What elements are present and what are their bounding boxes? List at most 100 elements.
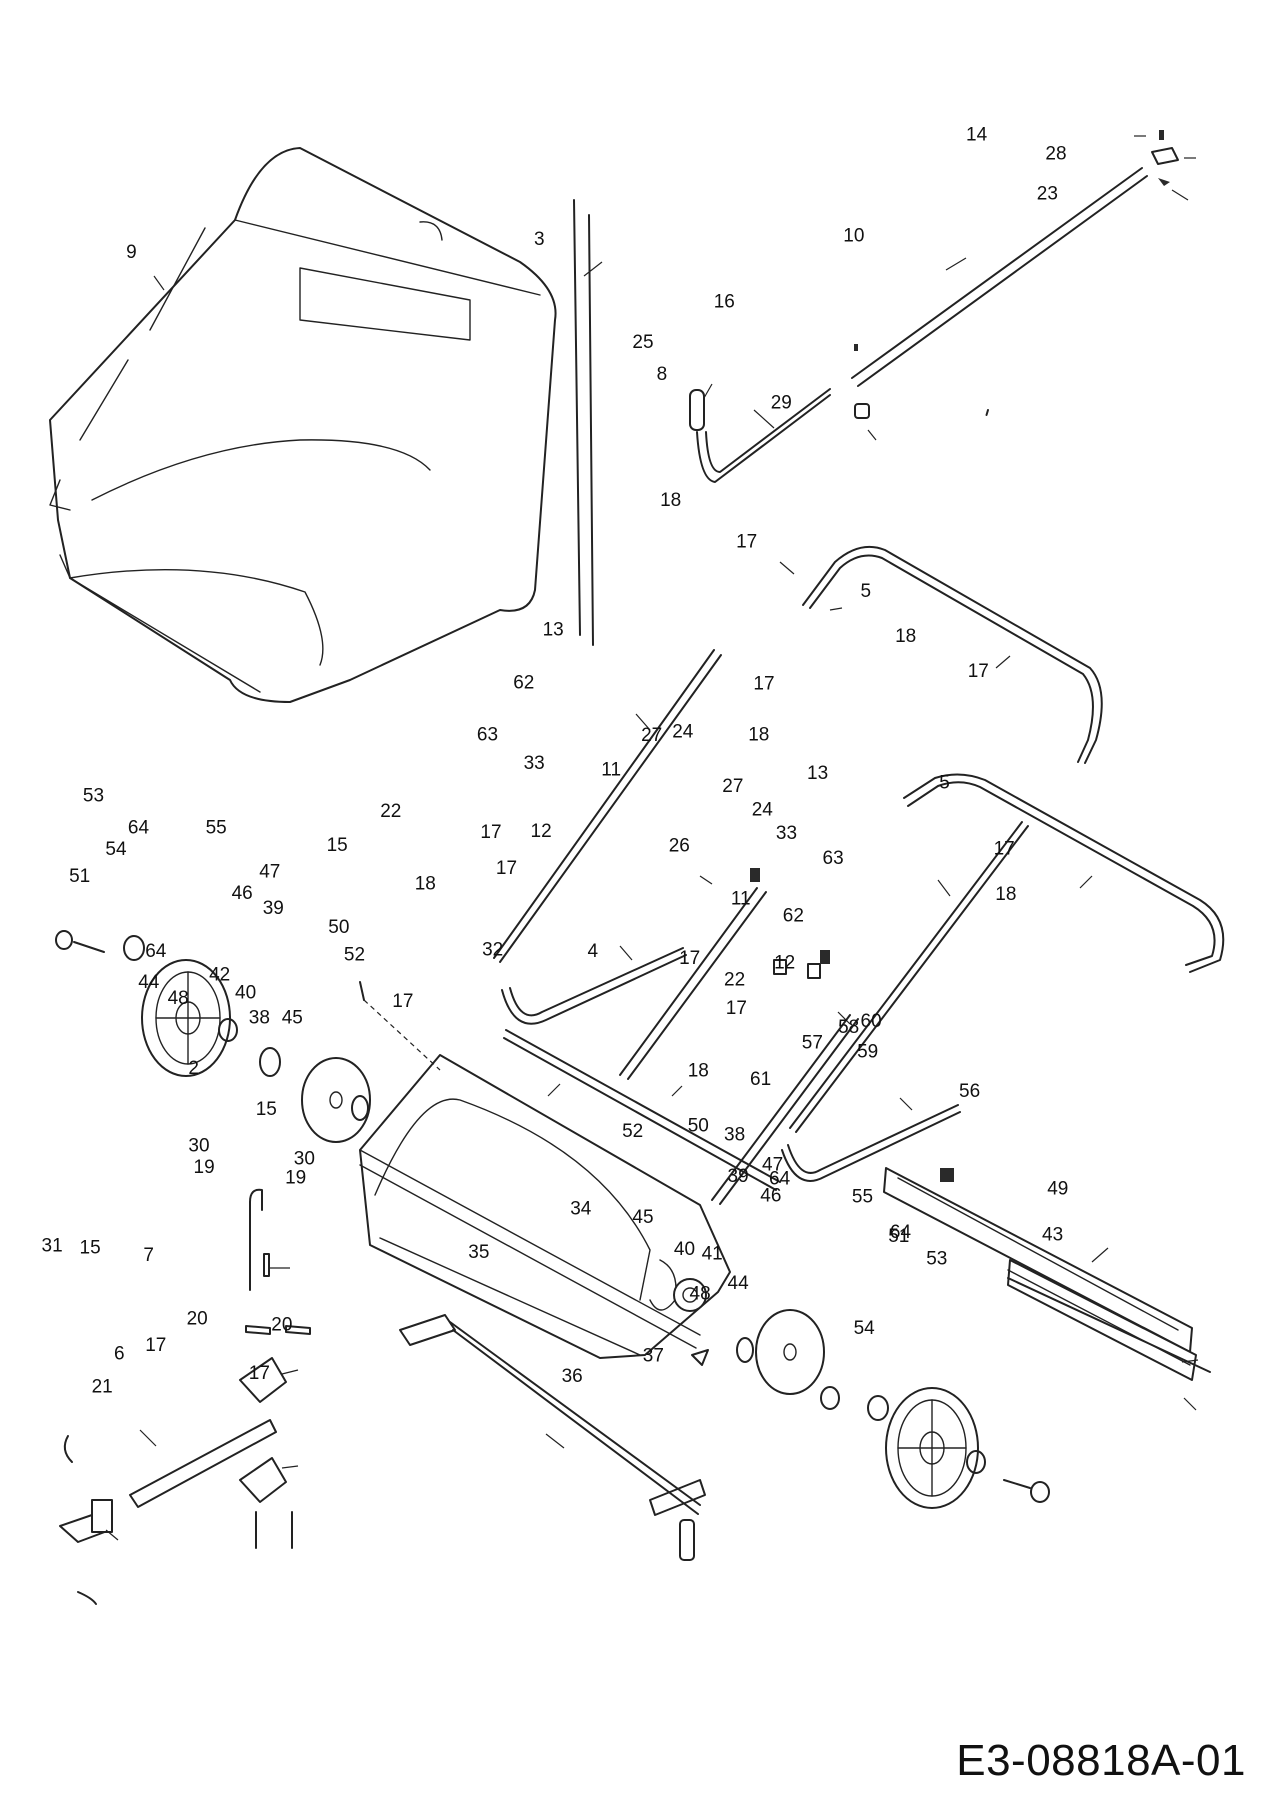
callout-10-11: 10 [843, 226, 864, 247]
callout-17-31: 17 [726, 998, 747, 1019]
callout-33-61: 33 [776, 823, 797, 844]
rods-3 [573, 199, 594, 646]
callout-34-62: 34 [570, 1199, 592, 1220]
left-hub-parts [55, 930, 371, 1143]
callout-44-75: 44 [138, 972, 160, 993]
brush-assembly-56 [883, 1167, 1211, 1381]
callout-18-37: 18 [415, 874, 436, 895]
callout-24-48: 24 [672, 722, 694, 743]
callout-12-14: 12 [531, 821, 552, 842]
collection-bag-9 [49, 147, 557, 703]
callout-29-55: 29 [771, 393, 792, 414]
left-wheel-55 [141, 959, 231, 1077]
callout-17-32: 17 [145, 1335, 166, 1356]
callout-53-93: 53 [926, 1249, 947, 1270]
callout-21-44: 21 [92, 1377, 113, 1398]
callout-38-66: 38 [249, 1008, 270, 1029]
callout-2-2: 2 [188, 1058, 199, 1079]
handle-tubes-13 [493, 409, 1029, 1133]
callout-64-108: 64 [128, 818, 150, 839]
callout-44-76: 44 [728, 1273, 750, 1294]
callout-11-13: 11 [731, 888, 751, 909]
callout-64-110: 64 [769, 1168, 791, 1189]
callout-12-15: 12 [774, 952, 795, 973]
callout-17-28: 17 [994, 838, 1015, 859]
right-hub-parts [691, 1309, 1050, 1503]
handle-loops-5 [802, 546, 1225, 973]
callout-31-58: 31 [42, 1236, 63, 1257]
callout-41-72: 41 [702, 1244, 723, 1265]
callout-54-95: 54 [854, 1318, 876, 1339]
callout-7-8: 7 [143, 1245, 154, 1266]
callout-61-103: 61 [750, 1069, 771, 1090]
callout-15-21: 15 [80, 1238, 101, 1259]
callout-4-4: 4 [588, 941, 599, 962]
callout-19-41: 19 [285, 1168, 306, 1189]
leader-lines [105, 135, 1199, 1541]
callout-18-39: 18 [688, 1060, 709, 1081]
callout-18-36: 18 [748, 724, 769, 745]
callout-33-60: 33 [524, 753, 545, 774]
callout-25-50: 25 [632, 332, 653, 353]
callout-22-46: 22 [724, 970, 745, 991]
callout-28-54: 28 [1045, 144, 1066, 165]
callout-18-34: 18 [660, 490, 681, 511]
callout-5-6: 5 [939, 773, 950, 794]
callout-59-101: 59 [857, 1041, 878, 1062]
callout-40-71: 40 [674, 1239, 695, 1260]
callout-30-56: 30 [188, 1136, 209, 1157]
callout-16-22: 16 [714, 291, 735, 312]
callout-30-57: 30 [294, 1149, 315, 1170]
handle-top [689, 130, 1179, 483]
callout-38-67: 38 [724, 1124, 745, 1145]
callout-51-89: 51 [888, 1226, 909, 1247]
callout-50-86: 50 [328, 917, 349, 938]
callout-17-33: 17 [249, 1363, 270, 1384]
callout-17-25: 17 [753, 673, 774, 694]
callout-52-91: 52 [622, 1121, 643, 1142]
callout-46-79: 46 [232, 883, 253, 904]
callout-43-74: 43 [1042, 1225, 1063, 1246]
callout-18-38: 18 [995, 884, 1016, 905]
callout-14-18: 14 [966, 125, 988, 146]
callout-17-29: 17 [392, 991, 413, 1012]
callout-60-102: 60 [861, 1011, 882, 1032]
callout-52-90: 52 [344, 945, 365, 966]
callout-18-35: 18 [895, 626, 916, 647]
callout-42-73: 42 [209, 964, 230, 985]
callout-45-77: 45 [282, 1008, 303, 1029]
callout-63-106: 63 [477, 724, 498, 745]
callout-36-64: 36 [562, 1366, 583, 1387]
callout-17-30: 17 [679, 948, 700, 969]
callout-53-92: 53 [83, 786, 104, 807]
callout-49-85: 49 [1047, 1179, 1068, 1200]
callout-54-94: 54 [105, 839, 127, 860]
callout-27-53: 27 [722, 776, 743, 797]
callout-24-49: 24 [752, 799, 774, 820]
hitch-assembly [59, 1188, 311, 1605]
callout-11-12: 11 [601, 760, 621, 781]
callout-63-107: 63 [823, 848, 844, 869]
callout-15-20: 15 [256, 1099, 277, 1120]
callout-15-19: 15 [327, 835, 348, 856]
callout-3-3: 3 [534, 229, 545, 250]
callout-48-84: 48 [690, 1283, 711, 1304]
callout-64-109: 64 [145, 941, 167, 962]
callout-45-78: 45 [632, 1207, 653, 1228]
callout-19-40: 19 [194, 1157, 215, 1178]
callout-51-88: 51 [69, 866, 90, 887]
callout-22-45: 22 [380, 801, 401, 822]
callout-5-5: 5 [861, 581, 872, 602]
callout-62-105: 62 [783, 906, 804, 927]
callout-13-16: 13 [543, 620, 564, 641]
right-wheel-55 [885, 1387, 979, 1509]
callout-17-27: 17 [496, 858, 517, 879]
callout-23-47: 23 [1037, 183, 1058, 204]
callout-39-68: 39 [263, 898, 284, 919]
callout-6-7: 6 [114, 1344, 125, 1365]
callout-13-17: 13 [807, 763, 828, 784]
callout-55-97: 55 [852, 1187, 873, 1208]
callout-62-104: 62 [513, 672, 534, 693]
callout-26-51: 26 [669, 836, 690, 857]
